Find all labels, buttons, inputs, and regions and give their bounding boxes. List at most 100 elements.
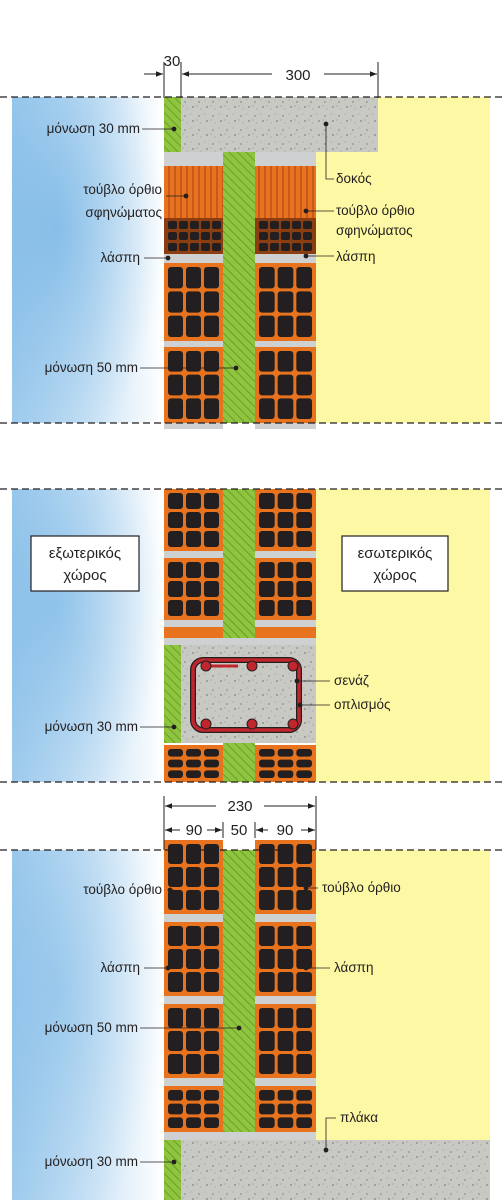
brick-hole [204, 1117, 219, 1128]
brick-hole [168, 972, 183, 992]
brick [255, 627, 316, 638]
wedge-hole [190, 243, 199, 251]
brick-hole [259, 291, 275, 313]
wedge-hole [292, 232, 301, 240]
brick-hole [204, 267, 219, 289]
brick-hole [277, 759, 294, 768]
wedge-hole [303, 221, 312, 229]
mortar-bed [255, 996, 316, 1004]
dim-top-insulation: 30 [164, 53, 181, 70]
brick-hole [204, 972, 219, 992]
labels: μόνωση 30 mm τούβλο όρθιο σφηνώματος λάσ… [45, 121, 415, 1169]
mortar-bed [164, 914, 223, 922]
brick-hole [259, 398, 275, 419]
brick-hole [204, 844, 219, 864]
label-insulation-50-bottom: μόνωση 50 mm [45, 1020, 138, 1035]
brick-hole [204, 1031, 219, 1051]
brick-stack-bottom [164, 840, 316, 1140]
brick-hole [168, 581, 183, 597]
brick-hole [259, 315, 275, 337]
brick-hole [259, 1008, 275, 1028]
brick-hole [277, 600, 294, 616]
brick-hole [204, 890, 219, 910]
brick-hole [296, 1103, 312, 1115]
brick-hole [186, 315, 201, 337]
wedge-hole [201, 221, 210, 229]
brick-hole [277, 374, 294, 396]
brick-hole [259, 1031, 275, 1051]
cavity-insulation-mid [223, 489, 255, 645]
wedge-hole [303, 243, 312, 251]
exterior-sky-cloud-bottom [12, 850, 164, 1200]
wedge-hole [168, 232, 177, 240]
mortar-left-top [164, 254, 223, 263]
wedge-hole [292, 243, 301, 251]
interior-label-box: εσωτερικός χώρος [341, 535, 449, 592]
brick-hole [204, 1008, 219, 1028]
brick-hole [296, 600, 312, 616]
wedge-hole [212, 243, 221, 251]
brick-hole [186, 770, 201, 778]
label-beam: δοκός [336, 171, 372, 186]
label-wedge-brick-right-2: σφηνώματος [336, 223, 413, 238]
cavity-insulation-bottom [223, 850, 255, 1140]
wedge-hole [190, 232, 199, 240]
wedge-hole [201, 232, 210, 240]
brick-hole [296, 1031, 312, 1051]
label-slab: πλάκα [340, 1110, 378, 1125]
wedge-hole [292, 221, 301, 229]
mortar-bed [255, 1132, 316, 1140]
brick-hole [259, 267, 275, 289]
wedge-hole [168, 243, 177, 251]
brick-hole [259, 1090, 275, 1101]
brick [164, 840, 223, 914]
brick-hole [296, 844, 312, 864]
brick-hole [168, 926, 183, 946]
brick-hole [204, 291, 219, 313]
label-exterior-1: εξωτερικός [49, 545, 121, 562]
brick-hole [277, 972, 294, 992]
wedge-hole [281, 221, 290, 229]
exterior-sky-cloud-mid [12, 489, 164, 782]
wedge-hole [201, 243, 210, 251]
label-brick-right-bottom: τούβλο όρθιο [322, 880, 401, 895]
brick [255, 1086, 316, 1132]
brick [164, 627, 223, 638]
mortar-bed [255, 914, 316, 922]
brick-hole [168, 749, 183, 757]
brick-hole [259, 1054, 275, 1074]
brick-hole [277, 562, 294, 578]
wedge-brick-left [164, 166, 223, 254]
dimensions-bottom [163, 796, 317, 850]
mortar-bed [164, 996, 223, 1004]
dim-outer-leaf: 90 [186, 822, 203, 839]
wedge-hole [212, 221, 221, 229]
brick-hole [277, 315, 294, 337]
label-lintel: σενάζ [334, 673, 369, 688]
wedge-hole [270, 243, 279, 251]
brick-hole [259, 562, 275, 578]
brick-hole [259, 600, 275, 616]
brick-hole [204, 493, 219, 509]
brick-hole [277, 351, 294, 372]
brick-hole [186, 351, 201, 372]
mortar-bed [255, 341, 316, 347]
brick-hole [277, 512, 294, 528]
exterior-sky-cloud-top [12, 97, 164, 423]
brick-hole [259, 512, 275, 528]
brick-hole [259, 844, 275, 864]
label-mortar-right-bottom: λάσπη [334, 960, 374, 975]
brick-hole [204, 1090, 219, 1101]
brick-hole [277, 1090, 294, 1101]
brick-hole [186, 493, 201, 509]
brick-hole [186, 374, 201, 396]
label-insulation-30-top: μόνωση 30 mm [47, 121, 140, 136]
mortar-right-top [255, 254, 316, 263]
brick-hole [259, 759, 275, 768]
brick-hole [168, 867, 183, 887]
brick-hole [168, 531, 183, 547]
brick-hole [259, 374, 275, 396]
brick-hole [186, 1090, 201, 1101]
brick-hole [296, 351, 312, 372]
brick-hole [168, 890, 183, 910]
